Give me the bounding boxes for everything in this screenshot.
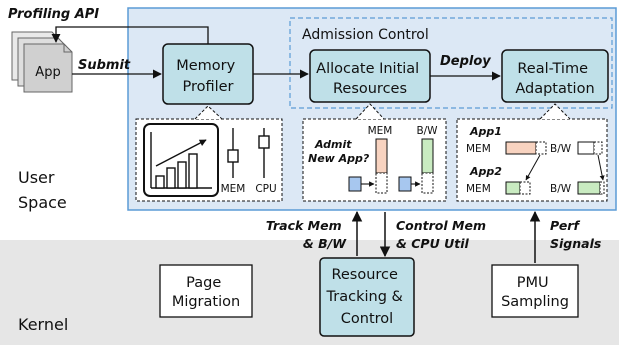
control-mem-label: Control Mem & CPU Util (396, 218, 490, 251)
memory-profiler-block (162, 43, 254, 105)
new-app-mem-block (348, 176, 362, 192)
submit-label: Submit (78, 58, 131, 73)
admit-question-label: Admit New App? (308, 138, 370, 165)
perf-signals-label: Perf Signals (550, 218, 601, 251)
page-migration-block (159, 264, 253, 318)
admit-mem-free (375, 172, 388, 194)
bw-transfer-arrow (597, 154, 605, 181)
admit-bw-used (421, 138, 434, 174)
mini-bar-1 (155, 175, 165, 189)
profiling-api-label: Profiling API (8, 7, 99, 22)
track-mem-label: Track Mem & B/W (266, 218, 347, 251)
admit-mem-label: MEM (368, 125, 393, 137)
memory-profiler-label: Memory Profiler (176, 58, 240, 95)
app2-label: App2 (469, 165, 502, 178)
mini-bar-2 (166, 167, 176, 189)
app2-mem-used (505, 181, 521, 195)
resource-tracking-label: Resource Tracking & Control (326, 267, 408, 327)
admit-bw-column (421, 138, 434, 194)
app-label: App (35, 65, 60, 80)
profiler-callout-pointer (194, 105, 223, 120)
pmu-sampling-block (491, 264, 579, 318)
admit-mem-used (375, 138, 388, 174)
app1-mem-label: MEM (466, 143, 491, 155)
app2-bw-label: B/W (550, 183, 572, 195)
mini-bar-4 (188, 153, 198, 189)
pmu-sampling-label: PMU Sampling (501, 275, 569, 310)
admit-mem-column (375, 138, 388, 194)
admission-control-box (289, 17, 613, 109)
app2-mem-free (519, 181, 531, 195)
profiler-cpu-label: CPU (255, 183, 276, 195)
mem-transfer-arrow (525, 154, 541, 181)
admit-bw-label: B/W (416, 125, 438, 137)
allocate-resources-label: Allocate Initial Resources (316, 61, 424, 97)
profiling-api-arrow (51, 26, 209, 44)
admission-control-label: Admission Control (302, 27, 429, 43)
app-stack: App (11, 31, 73, 93)
real-time-adaptation-label: Real-Time Adaptation (515, 61, 594, 97)
admit-callout-pointer (355, 103, 385, 120)
adapt-callout-pointer (539, 103, 571, 120)
app1-mem-free (535, 141, 547, 155)
app1-bw-used (577, 141, 595, 155)
page-migration-label: Page Migration (172, 275, 240, 310)
profiler-mem-label: MEM (221, 183, 246, 195)
app1-bw-free (593, 141, 603, 155)
mini-bar-3 (177, 161, 187, 189)
admit-bw-free (421, 172, 434, 194)
deploy-label: Deploy (440, 54, 491, 69)
kernel-label: Kernel (18, 315, 68, 334)
app2-bw-used (577, 181, 601, 195)
profiler-mini-bar-chart (150, 132, 212, 189)
user-space-label: User Space (18, 168, 67, 212)
real-time-adaptation-block (501, 49, 609, 103)
app1-mem-used (505, 141, 537, 155)
app2-bw-free (599, 181, 605, 195)
resource-tracking-block (319, 257, 415, 337)
app1-bw-label: B/W (550, 143, 572, 155)
mem-slider (227, 128, 239, 178)
app2-mem-label: MEM (466, 183, 491, 195)
mini-trend-arrow (155, 139, 207, 167)
new-app-bw-block (398, 176, 412, 192)
app1-label: App1 (469, 125, 502, 138)
cpu-slider (258, 128, 270, 178)
